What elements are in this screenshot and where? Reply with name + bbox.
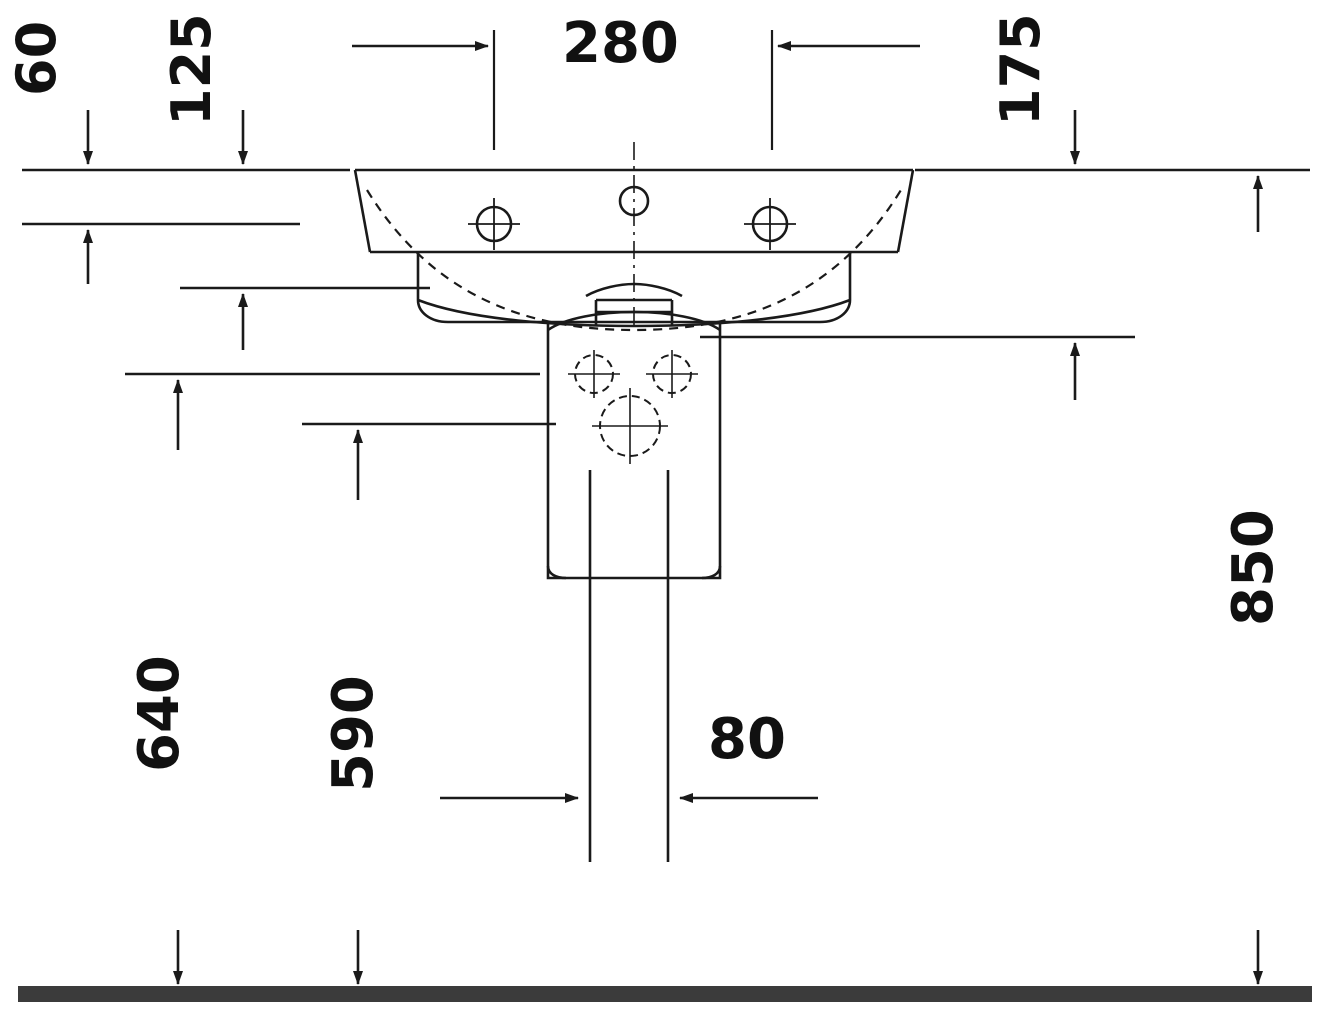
dimension-label-125: 125 bbox=[160, 13, 223, 126]
dimension-label-280: 280 bbox=[562, 11, 679, 76]
dimension-label-850: 850 bbox=[1221, 509, 1286, 626]
dimension-label-175: 175 bbox=[989, 13, 1052, 126]
dimension-label-640: 640 bbox=[127, 655, 192, 772]
dimension-label-590: 590 bbox=[321, 675, 386, 792]
dimension-label-80: 80 bbox=[708, 707, 786, 772]
dimension-label-60: 60 bbox=[5, 20, 68, 96]
